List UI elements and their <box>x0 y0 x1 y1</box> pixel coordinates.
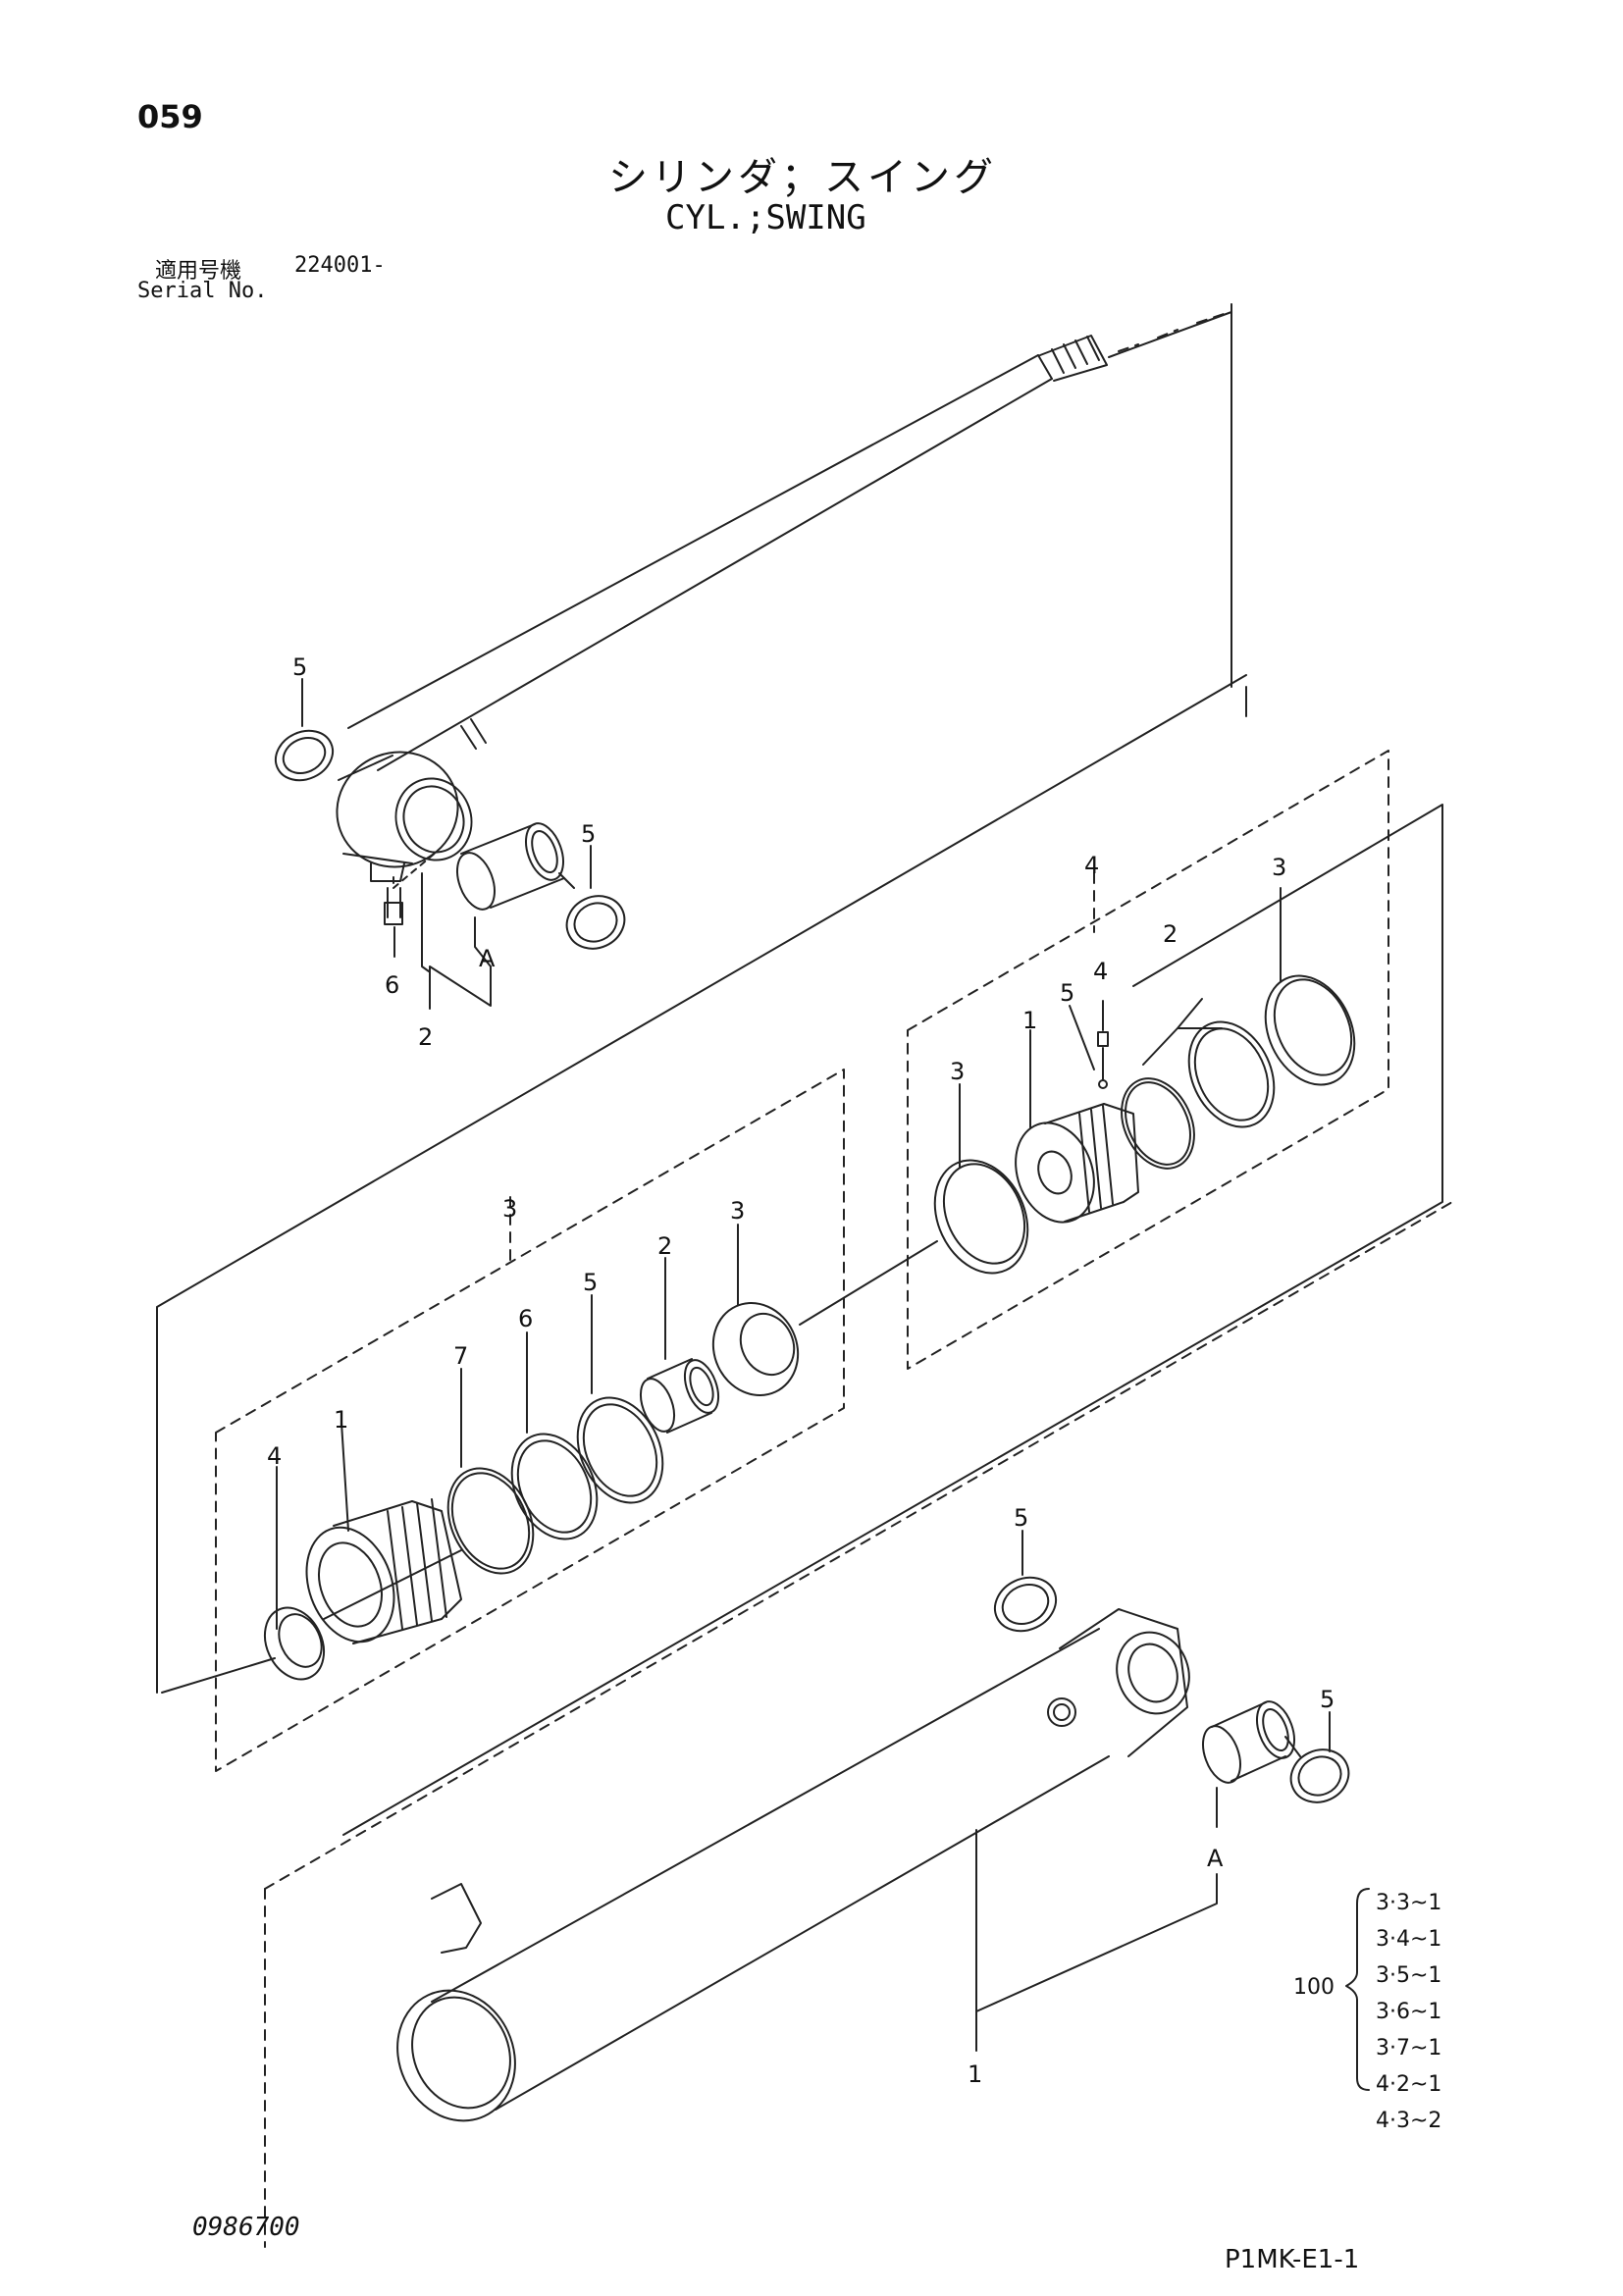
kit-item: 3·7~1 <box>1376 2036 1441 2061</box>
kit-number: 100 <box>1293 1975 1335 2000</box>
callout-head-bushing: 2 <box>657 1232 672 1260</box>
callout-tube-seal-right: 5 <box>1320 1686 1335 1713</box>
callout-head-dust-seal: 3 <box>730 1197 745 1225</box>
callout-head-snap-ring: 4 <box>267 1442 282 1470</box>
callout-piston-ball: 5 <box>1060 979 1074 1007</box>
kit-item: 4·3~2 <box>1376 2109 1441 2133</box>
rod-seal-ring <box>274 729 335 782</box>
grease-fitting <box>384 851 438 925</box>
head-dust-seal-3 <box>711 1302 800 1396</box>
callout-head-o-ring: 7 <box>453 1342 468 1370</box>
callout-head: 1 <box>334 1406 348 1434</box>
piston-wear-ring-2a <box>1121 1077 1195 1170</box>
tube-seal-5-right <box>1284 1736 1350 1803</box>
piston-wear-ring-2b <box>1187 1020 1276 1128</box>
head-seal-5 <box>576 1396 664 1504</box>
kit-item: 3·6~1 <box>1376 2000 1441 2024</box>
callout-grease-fitting: 6 <box>385 971 399 999</box>
tube-bushing <box>1202 1700 1295 1784</box>
rod-bushing <box>456 822 565 911</box>
callout-rod-bushing-2: 2 <box>418 1023 433 1051</box>
kit-brace <box>1345 1888 1370 2091</box>
callout-tube-seal-top: 5 <box>1014 1504 1028 1532</box>
callout-piston-set-screw: 4 <box>1093 958 1108 985</box>
rod-eye <box>336 751 473 882</box>
title-japanese: シリンダ；スイング <box>608 155 997 200</box>
kit-item: 3·3~1 <box>1376 1891 1441 1915</box>
piston-seal-ring-3-right <box>1264 974 1356 1086</box>
callout-rod-seal: 5 <box>292 653 307 681</box>
title-english: CYL.;SWING <box>665 198 866 237</box>
callout-tube-bushing-a: A <box>1207 1845 1224 1872</box>
callout-piston-seal-right: 3 <box>1272 854 1286 881</box>
tube-seal-5-top <box>993 1576 1058 1633</box>
cylinder-tube <box>396 1608 1190 2122</box>
serial-number-value: 224001- <box>294 253 386 278</box>
head-o-ring-7 <box>446 1467 535 1575</box>
callout-piston-seal-left: 3 <box>950 1058 965 1085</box>
kit-item: 3·5~1 <box>1376 1963 1441 1988</box>
kit-item: 4·2~1 <box>1376 2072 1441 2097</box>
drawing-number: 0986700 <box>192 2213 300 2242</box>
callout-rod-bushing-seal: 5 <box>581 820 596 848</box>
seal-kit-list: 100 3·3~1 3·4~1 3·5~1 3·6~1 3·7~1 4·2~1 … <box>1293 1891 1441 2133</box>
head-bushing-2 <box>639 1358 720 1434</box>
piston-seal-ring-3-left <box>933 1159 1029 1275</box>
head-group-box <box>215 1069 845 1772</box>
kit-item: 3·4~1 <box>1376 1927 1441 1952</box>
callout-piston-wear-ring: 2 <box>1163 920 1178 948</box>
rod-bushing-seal <box>558 872 626 950</box>
callout-piston-group: 4 <box>1084 852 1099 879</box>
callout-head-group: 3 <box>502 1195 517 1223</box>
head-snap-ring <box>263 1606 326 1681</box>
callout-head-seal: 5 <box>583 1269 598 1296</box>
footer-code: P1MK-E1-1 <box>1225 2245 1360 2274</box>
callout-piston: 1 <box>1022 1007 1037 1034</box>
piston-group-box <box>907 750 1389 1370</box>
serial-label-japanese: 適用号機 <box>155 259 242 284</box>
callout-rod-bushing-a: A <box>479 945 496 972</box>
head-backup-ring-6 <box>510 1433 599 1540</box>
callout-head-backup-ring: 6 <box>518 1305 533 1332</box>
piston-rod <box>347 303 1232 771</box>
piston <box>1015 1103 1139 1224</box>
serial-label-english: Serial No. <box>137 279 268 303</box>
page-number: 059 <box>137 98 203 135</box>
callout-cylinder-tube: 1 <box>968 2061 982 2088</box>
